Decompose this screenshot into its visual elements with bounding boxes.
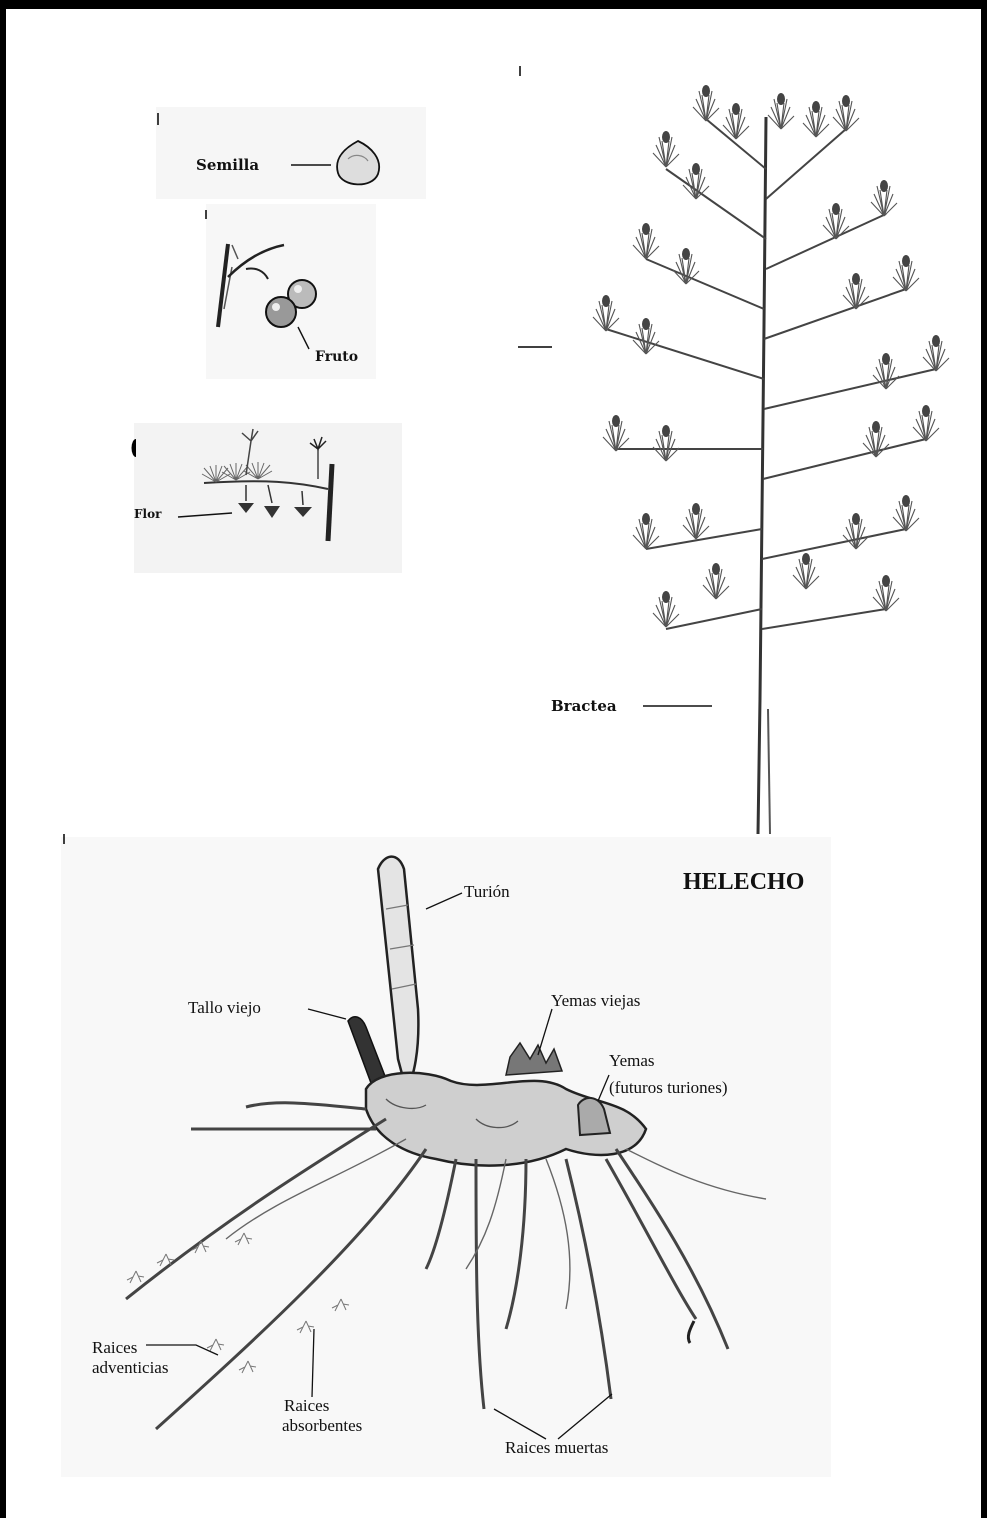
label-turion: Turión (464, 883, 510, 901)
label-raices-muertas: Raices muertas (505, 1439, 608, 1457)
label-raices-adventicias-line2: adventicias (92, 1359, 168, 1377)
label-flor: Flor (134, 507, 161, 521)
label-yemas: Yemas (609, 1052, 655, 1070)
label-fruto: Fruto (315, 349, 358, 365)
scan-background (134, 423, 402, 573)
label-raices-adventicias-line1: Raices (92, 1339, 137, 1357)
label-raices-absorbentes-line2: absorbentes (282, 1417, 362, 1435)
label-futuros-turiones: (futuros turiones) (609, 1079, 728, 1097)
label-bractea: Bractea (551, 697, 617, 715)
scan-background (156, 107, 426, 199)
fern-drawing (593, 85, 949, 834)
plant-illustration (6, 9, 987, 1527)
scan-mark (132, 439, 137, 457)
label-tallo-viejo: Tallo viejo (188, 999, 261, 1017)
page-title: HELECHO (683, 869, 804, 896)
label-raices-absorbentes-line1: Raices (284, 1397, 329, 1415)
label-semilla: Semilla (196, 156, 259, 174)
label-yemas-viejas: Yemas viejas (551, 992, 640, 1010)
